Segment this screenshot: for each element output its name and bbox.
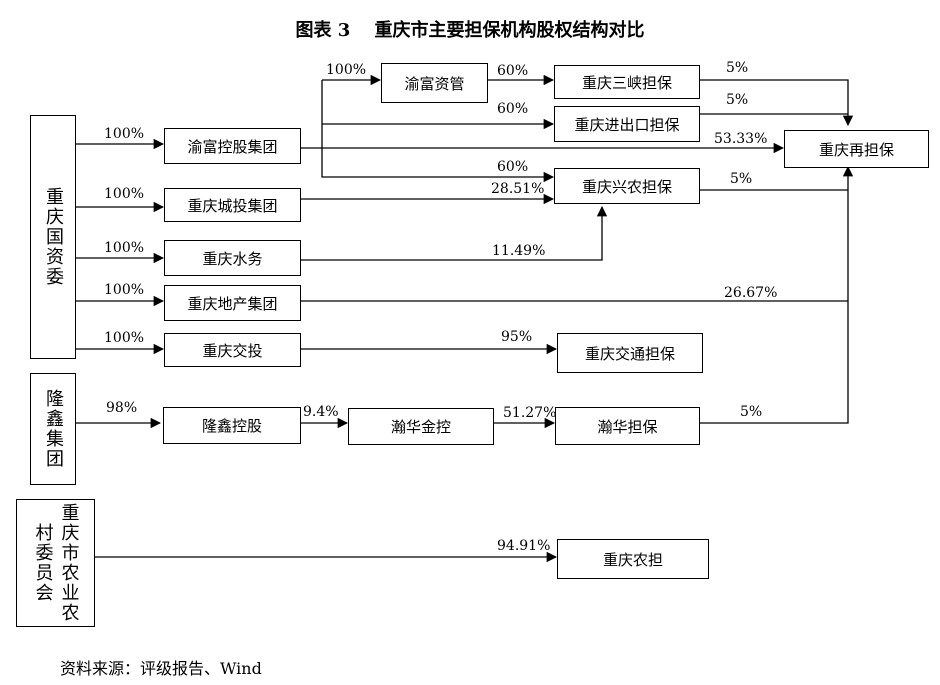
- node-hanhua-jk: 瀚华金控: [348, 408, 494, 445]
- edge-label: 28.51%: [491, 181, 545, 197]
- node-longxin-kg: 隆鑫控股: [163, 407, 301, 444]
- edge-hanhuadb-zaidanbao: [700, 165, 854, 424]
- edge-label: 100%: [104, 186, 145, 202]
- edge-label: 5%: [740, 404, 763, 420]
- node-jinchukou: 重庆进出口担保: [554, 106, 700, 142]
- edge-label: 5%: [726, 92, 749, 108]
- node-dichan: 重庆地产集团: [164, 285, 301, 321]
- edge-label: 94.91%: [497, 538, 551, 554]
- node-sanxia: 重庆三峡担保: [554, 65, 700, 99]
- edge-label: 11.49%: [492, 243, 546, 259]
- edge-label: 60%: [497, 63, 529, 79]
- node-hanhua-db: 瀚华担保: [555, 407, 700, 445]
- edge-label: 100%: [326, 62, 367, 78]
- node-xingnong: 重庆兴农担保: [554, 168, 700, 204]
- edge-yufukg-trunk: [321, 80, 555, 183]
- edge-label: 60%: [497, 101, 529, 117]
- source-note: 资料来源：评级报告、Wind: [60, 659, 262, 678]
- node-longxin: 隆鑫集团: [30, 373, 76, 485]
- node-shuiwu: 重庆水务: [164, 240, 301, 276]
- node-chengtou: 重庆城投集团: [164, 188, 301, 222]
- node-yufu-zc: 渝富资管: [381, 63, 488, 103]
- edge-label: 95%: [501, 329, 533, 345]
- node-gzw: 重庆国资委: [30, 115, 76, 359]
- edge-sanxia-zaidanbao: [700, 79, 854, 127]
- node-jiaotong: 重庆交通担保: [557, 333, 703, 373]
- edge-label: 100%: [104, 330, 145, 346]
- edge-shuiwu-xingnong: [301, 205, 608, 261]
- edge-label: 51.27%: [503, 405, 557, 421]
- node-jiaotou: 重庆交投: [164, 333, 301, 367]
- node-nongdan: 重庆农担: [557, 539, 709, 579]
- diagram-title: 图表 3 重庆市主要担保机构股权结构对比: [295, 20, 645, 41]
- node-zaidanbao: 重庆再担保: [784, 130, 929, 168]
- edge-label: 60%: [497, 159, 529, 175]
- edge-label: 5%: [730, 171, 753, 187]
- edge-label: 100%: [104, 240, 145, 256]
- edge-label: 53.33%: [714, 131, 768, 147]
- node-yufu-kg: 渝富控股集团: [164, 128, 301, 164]
- edge-label: 100%: [104, 282, 145, 298]
- edge-label: 98%: [106, 400, 138, 416]
- node-nongwei: 重庆市农业农村委员会: [16, 499, 95, 627]
- edge-label: 100%: [104, 126, 145, 142]
- edge-label: 9.4%: [303, 404, 339, 420]
- edge-label: 26.67%: [724, 285, 778, 301]
- edge-label: 5%: [726, 60, 749, 76]
